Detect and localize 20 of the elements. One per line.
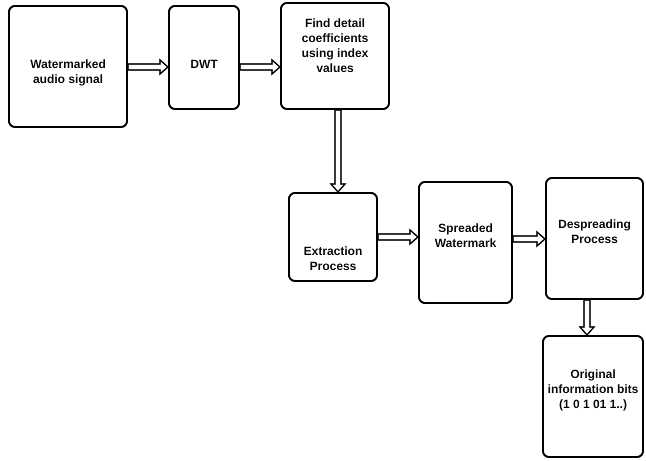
- box-label: Extraction Process: [302, 244, 364, 274]
- box-label: Despreading Process: [557, 217, 632, 247]
- process-box: [288, 192, 378, 282]
- arrow: [127, 58, 170, 76]
- box-label: Find detail coefficients using index values: [300, 16, 370, 76]
- process-box: [545, 177, 644, 300]
- process-box: [418, 181, 513, 304]
- process-box: [8, 5, 128, 128]
- arrow: [329, 109, 347, 194]
- process-box: [542, 335, 644, 458]
- process-box: [280, 2, 390, 110]
- box-label: DWT: [189, 57, 219, 72]
- box-label: Spreaded Watermark: [434, 221, 498, 251]
- box-label: Original information bits (1 0 1 01 1..): [546, 367, 640, 412]
- arrow: [239, 58, 282, 76]
- arrow: [377, 228, 420, 246]
- arrow: [578, 299, 596, 336]
- arrow: [512, 230, 546, 248]
- process-box: [168, 5, 240, 110]
- box-label: Watermarked audio signal: [29, 57, 107, 87]
